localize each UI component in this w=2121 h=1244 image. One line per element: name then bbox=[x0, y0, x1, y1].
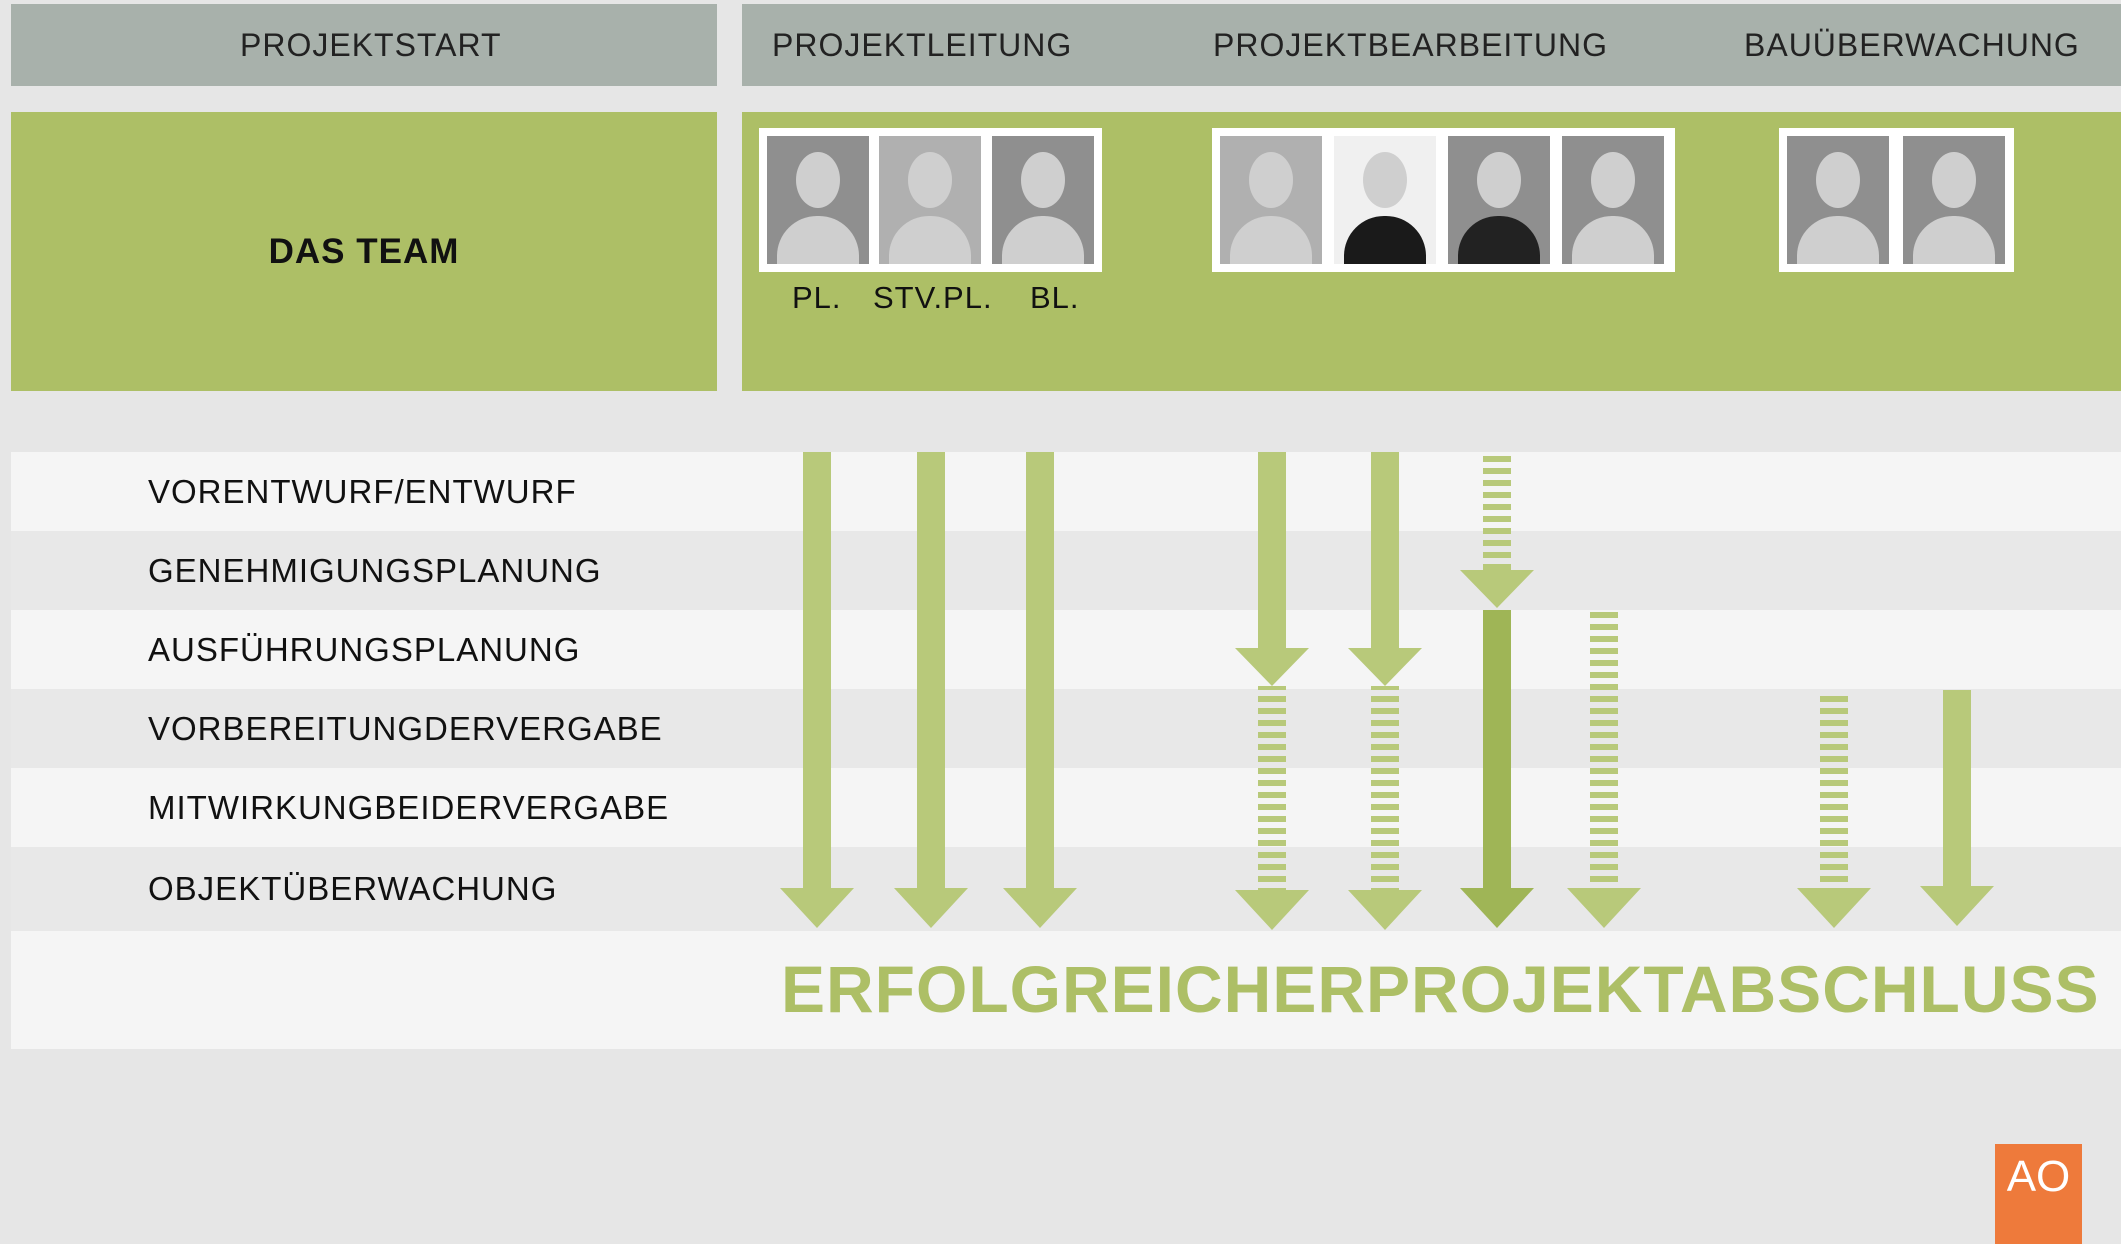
person-photo bbox=[879, 136, 981, 264]
photo-group-projektbearbeitung bbox=[1212, 128, 1675, 272]
phase-row: GENEHMIGUNGSPLANUNG bbox=[11, 531, 2121, 610]
arrow-solid bbox=[780, 452, 854, 928]
phase-label: MITWIRKUNGBEIDERVERGABE bbox=[148, 788, 670, 826]
arrow-solid bbox=[894, 452, 968, 928]
phase-row: AUSFÜHRUNGSPLANUNG bbox=[11, 610, 2121, 689]
phase-label: AUSFÜHRUNGSPLANUNG bbox=[148, 630, 581, 668]
arrow-solid-then-striped bbox=[1348, 452, 1422, 930]
ao-logo: AO bbox=[1995, 1144, 2082, 1244]
team-title: DAS TEAM bbox=[268, 231, 460, 271]
role-label-stv-pl: STV.PL. bbox=[873, 280, 993, 315]
person-photo bbox=[1448, 136, 1550, 264]
arrow-solid bbox=[1003, 452, 1077, 928]
person-photo bbox=[1220, 136, 1322, 264]
photo-group-bauueberwachung bbox=[1779, 128, 2014, 272]
header-bar: PROJEKTLEITUNG PROJEKTBEARBEITUNG BAUÜBE… bbox=[742, 4, 2121, 86]
person-photo bbox=[1903, 136, 2005, 264]
header-projektstart-label: PROJEKTSTART bbox=[240, 26, 502, 63]
person-photo bbox=[1787, 136, 1889, 264]
arrow-striped bbox=[1797, 690, 1871, 928]
phase-row: MITWIRKUNGBEIDERVERGABE bbox=[11, 768, 2121, 847]
logo-text: AO bbox=[2006, 1152, 2071, 1201]
closing-text: ERFOLGREICHERPROJEKTABSCHLUSS bbox=[781, 952, 2100, 1026]
phase-label: GENEHMIGUNGSPLANUNG bbox=[148, 551, 602, 589]
phase-label: OBJEKTÜBERWACHUNG bbox=[148, 870, 558, 907]
phase-label: VORENTWURF/ENTWURF bbox=[148, 472, 577, 510]
photo-group-projektleitung bbox=[759, 128, 1102, 272]
arrow-solid-then-striped bbox=[1235, 452, 1309, 930]
closing-band: ERFOLGREICHERPROJEKTABSCHLUSS bbox=[11, 931, 2121, 1049]
header-bauueberwachung-label: BAUÜBERWACHUNG bbox=[1744, 26, 2080, 63]
phase-row: VORBEREITUNGDERVERGABE bbox=[11, 689, 2121, 768]
person-photo bbox=[1334, 136, 1436, 264]
person-photo bbox=[767, 136, 869, 264]
header-projektbearbeitung-label: PROJEKTBEARBEITUNG bbox=[1213, 26, 1608, 63]
phase-label: VORBEREITUNGDERVERGABE bbox=[148, 709, 663, 747]
phase-row: VORENTWURF/ENTWURF bbox=[11, 452, 2121, 531]
arrow-striped bbox=[1567, 608, 1641, 928]
arrow-solid bbox=[1920, 690, 1994, 926]
header-projektleitung-label: PROJEKTLEITUNG bbox=[772, 26, 1073, 63]
header-projektstart: PROJEKTSTART bbox=[11, 4, 717, 86]
role-label-pl: PL. bbox=[792, 280, 842, 315]
role-label-bl: BL. bbox=[1030, 280, 1080, 315]
team-title-panel: DAS TEAM bbox=[11, 112, 717, 391]
arrow-striped-then-solid bbox=[1460, 452, 1534, 928]
person-photo bbox=[992, 136, 1094, 264]
person-photo bbox=[1562, 136, 1664, 264]
